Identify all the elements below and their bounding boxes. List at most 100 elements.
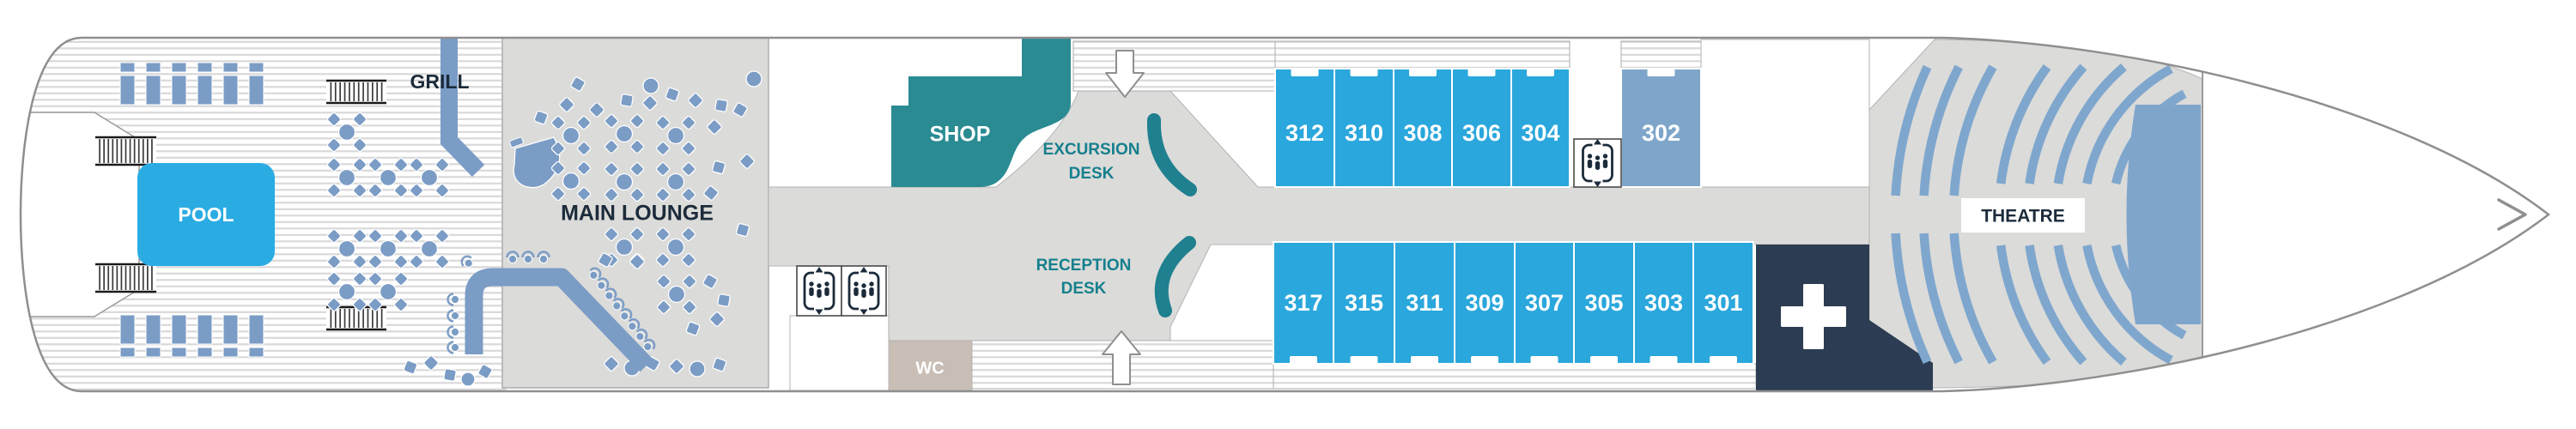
chair	[712, 357, 727, 372]
cabin-area[interactable]	[1514, 241, 1575, 365]
chair	[589, 102, 605, 118]
deck-lounger	[197, 314, 213, 358]
deck-lounger	[145, 62, 161, 106]
down-arrow-icon	[860, 309, 868, 315]
cabin-area[interactable]	[1510, 68, 1571, 188]
stool-seat	[612, 301, 622, 311]
cabin-number: 307	[1525, 290, 1564, 316]
chair	[629, 254, 645, 269]
medical-cross-horizontal	[1781, 306, 1846, 327]
lounger-head	[119, 347, 136, 358]
cabin-area[interactable]	[1692, 241, 1754, 365]
cabin-area[interactable]	[1394, 241, 1455, 365]
cabin-room[interactable]: 303	[1633, 241, 1694, 365]
deck-lounger	[222, 62, 239, 106]
chair	[642, 95, 658, 111]
stool-back	[589, 267, 602, 279]
frame-gap	[859, 305, 869, 312]
cabin-area[interactable]	[1334, 68, 1394, 188]
cabin-room[interactable]: 306	[1451, 68, 1512, 188]
stool-seat	[605, 291, 614, 300]
cabin-room[interactable]: 310	[1334, 68, 1394, 188]
table	[420, 168, 439, 187]
cabin-room[interactable]: 312	[1274, 68, 1335, 188]
cabin-room[interactable]: 301	[1692, 241, 1754, 365]
walkway-band-top	[1072, 40, 1283, 92]
bar-stool	[605, 287, 617, 300]
chair	[576, 141, 592, 156]
table-with-chairs	[409, 157, 450, 198]
bar-stool	[447, 341, 460, 354]
lounger-body	[222, 75, 239, 106]
cabin-room[interactable]: 315	[1333, 241, 1395, 365]
chair	[409, 157, 424, 172]
theatre-seat-row	[1949, 64, 1997, 196]
cabin-room[interactable]: 305	[1573, 241, 1635, 365]
cabin-area[interactable]	[1333, 241, 1395, 365]
chair	[717, 293, 731, 307]
cabin-room[interactable]: 311	[1394, 241, 1455, 365]
cabin-area[interactable]	[1620, 68, 1702, 188]
cabin-number: 309	[1465, 290, 1504, 316]
chair	[682, 274, 697, 289]
chair	[326, 254, 342, 269]
table	[337, 282, 356, 301]
chair	[326, 183, 342, 198]
table	[667, 285, 686, 304]
cabin-room[interactable]: 304	[1510, 68, 1571, 188]
stairs-bg	[326, 81, 386, 103]
lounger-head	[171, 62, 187, 73]
lounger-body	[197, 314, 213, 345]
excursion-desk-label-line2: DESK	[1069, 165, 1115, 183]
stool-seat	[523, 254, 533, 264]
stool-back	[447, 325, 454, 339]
person-glyph	[1595, 155, 1601, 160]
down-arrow-icon	[1594, 181, 1601, 187]
cabin-room[interactable]: 307	[1514, 241, 1575, 365]
wc-room	[888, 340, 973, 391]
cabin-area[interactable]	[1573, 241, 1635, 365]
cabin-room[interactable]: 309	[1454, 241, 1516, 365]
theatre-seat-row	[2025, 63, 2087, 184]
chair	[326, 137, 342, 153]
cabin-area[interactable]	[1454, 241, 1516, 365]
theatre-stage	[2126, 105, 2201, 324]
cabin-door	[1590, 356, 1618, 364]
theatre-seat-row	[1996, 245, 2051, 366]
chair	[707, 119, 722, 135]
table	[666, 126, 685, 145]
stool-back	[605, 287, 617, 299]
cabin-room[interactable]: 308	[1393, 68, 1453, 188]
cabin-door	[1409, 69, 1437, 76]
table	[337, 123, 356, 142]
chair	[656, 274, 671, 289]
chair	[629, 139, 645, 154]
cabin-area[interactable]	[1274, 68, 1335, 188]
deck-lounger	[197, 62, 213, 106]
chair	[681, 161, 696, 177]
chair	[702, 274, 718, 289]
cabin-area[interactable]	[1451, 68, 1512, 188]
lounger-body	[119, 75, 136, 106]
person-glyph	[824, 287, 829, 296]
main-lounge-floor	[501, 38, 769, 389]
lounger-head	[119, 62, 136, 73]
theatre-seat-row	[2053, 63, 2127, 184]
lounger-head	[171, 347, 187, 358]
person-glyph	[861, 289, 866, 298]
cabin-room[interactable]: 302	[1620, 68, 1702, 188]
table	[337, 239, 356, 258]
chair	[368, 183, 383, 198]
stool-seat	[597, 281, 606, 290]
stool-back	[506, 251, 519, 258]
frame-gap	[814, 269, 824, 276]
chair	[393, 183, 409, 198]
person-glyph	[869, 281, 874, 287]
cabin-area[interactable]	[1273, 241, 1334, 365]
chair	[326, 157, 342, 172]
cabin-room[interactable]: 317	[1273, 241, 1334, 365]
window-band-cabin-302	[1620, 40, 1702, 69]
theatre-label-box	[1961, 198, 2085, 233]
frame-gap	[814, 305, 824, 312]
table-with-chairs	[326, 228, 368, 269]
